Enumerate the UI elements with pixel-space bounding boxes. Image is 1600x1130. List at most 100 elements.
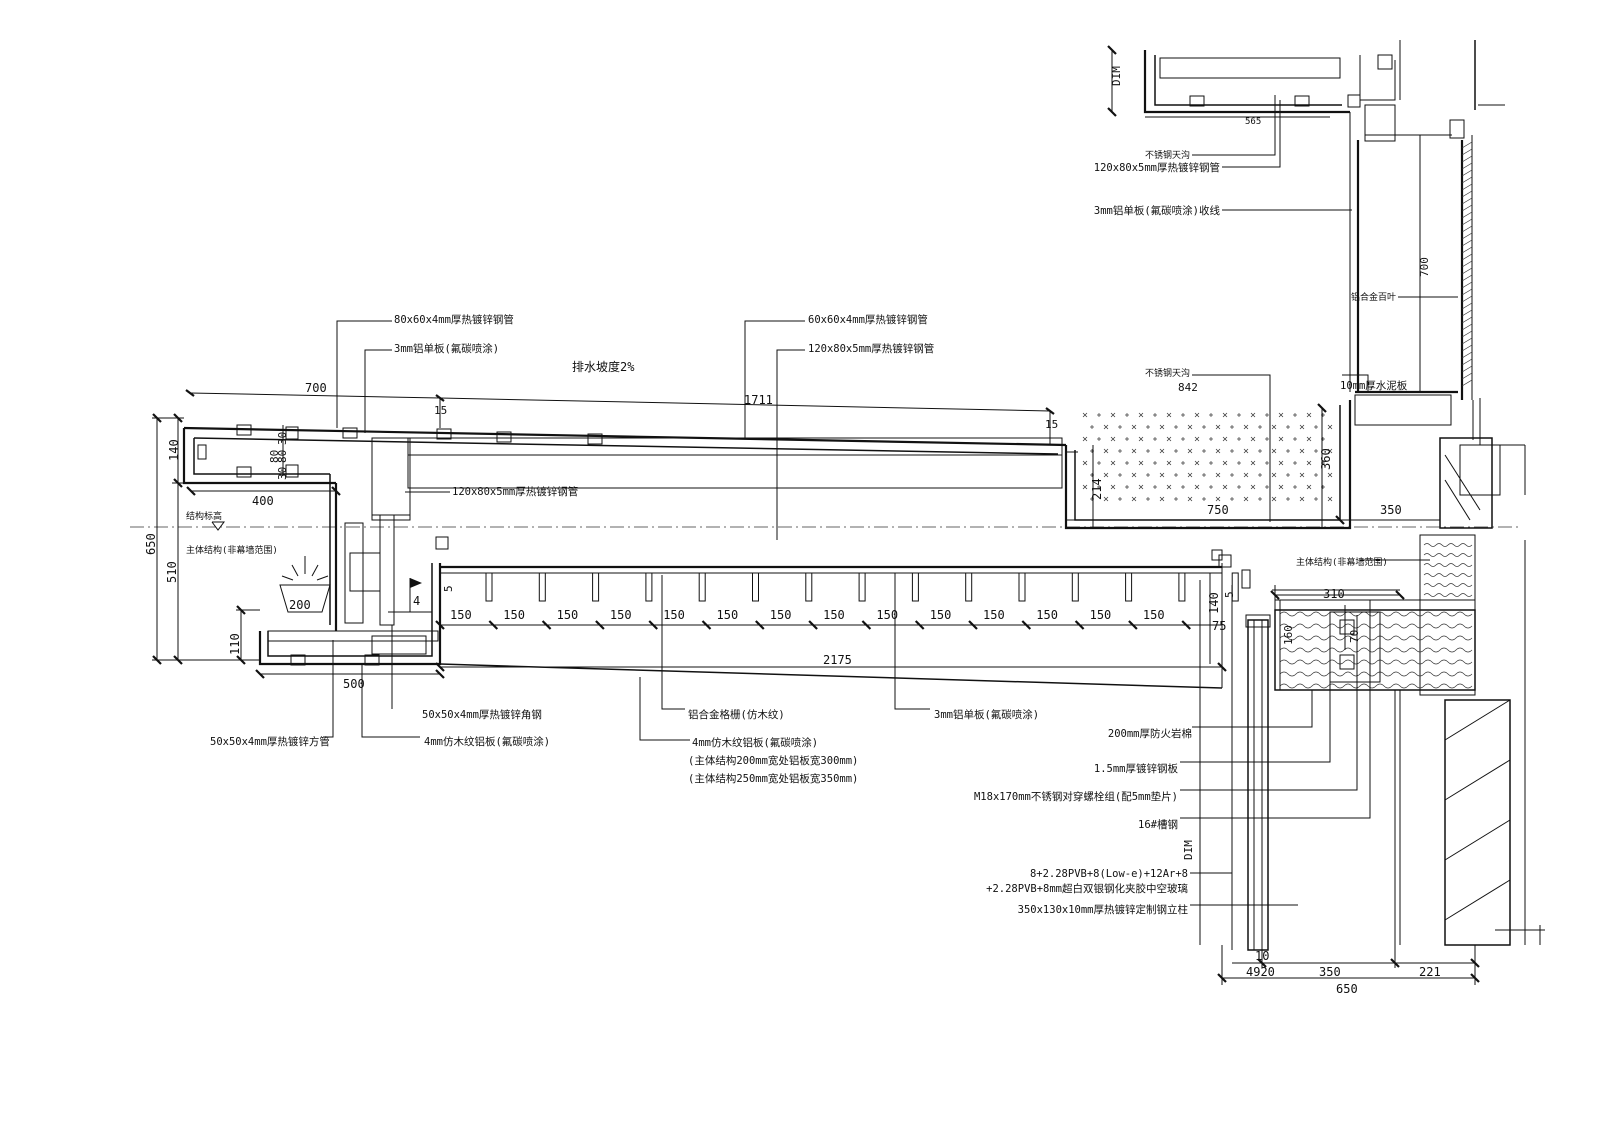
spacing-tick xyxy=(1128,620,1138,630)
spacing-tick xyxy=(968,620,978,630)
right-column xyxy=(1274,437,1545,946)
soffit-grille xyxy=(439,549,1239,689)
dim-842: 842 xyxy=(1178,381,1198,394)
dim-75: 75 xyxy=(1212,619,1226,633)
spacing-tick xyxy=(914,620,925,630)
label-galv-sheet: 1.5mm厚镀锌钢板 xyxy=(1094,762,1179,775)
label-steel-column: 350x130x10mm厚热镀锌定制钢立柱 xyxy=(1018,903,1189,916)
grille-slat xyxy=(752,572,759,602)
dim-80-bottom: 80 xyxy=(268,450,281,463)
canopy-lower-box xyxy=(258,536,449,666)
dim-15-left: 15 xyxy=(434,404,447,417)
dim-360: 360 xyxy=(1319,448,1333,470)
spacing-dim-150: 150 xyxy=(663,608,685,622)
label-ss-gutter-mid: 不锈钢天沟 xyxy=(1145,367,1190,379)
label-al-3mm-top: 3mm铝单板(氟碳喷涂) xyxy=(394,342,499,355)
label-angle-50x50: 50x50x4mm厚热镀锌角钢 xyxy=(422,708,542,721)
level-marker xyxy=(211,521,225,531)
spacing-dim-150: 150 xyxy=(610,608,632,622)
dim-221: 221 xyxy=(1419,965,1441,979)
label-structure-level: 结构标高 xyxy=(186,510,222,522)
spacing-dim-150: 150 xyxy=(930,608,952,622)
dim-1711: 1711 xyxy=(744,393,773,407)
label-square-50x50: 50x50x4mm厚热镀锌方管 xyxy=(210,735,330,748)
grille-slat xyxy=(645,572,653,602)
label-al-grille: 铝合金格栅(仿木纹) xyxy=(688,708,785,721)
dim-110: 110 xyxy=(228,633,242,655)
label-glass-1: 8+2.28PVB+8(Low-e)+12Ar+8 xyxy=(1030,868,1188,880)
dim-2175: 2175 xyxy=(823,653,852,667)
label-channel: 16#槽钢 xyxy=(1138,818,1178,831)
grille-slat xyxy=(538,572,546,602)
grille-slat xyxy=(911,572,919,602)
dimension-lines xyxy=(152,45,1480,985)
dim-650-horizontal: 650 xyxy=(1336,982,1358,996)
grille-slat xyxy=(1071,572,1079,602)
dim-700: 700 xyxy=(305,381,327,395)
label-al-louver: 铝合金百叶 xyxy=(1351,291,1396,303)
spacing-dim-150: 150 xyxy=(1036,608,1058,622)
dim-80-top: 80 xyxy=(276,450,289,463)
leader-lines xyxy=(323,95,1458,906)
label-note-250: (主体结构250mm宽处铝板宽350mm) xyxy=(688,772,858,785)
spacing-tick xyxy=(1181,620,1191,630)
spacing-tick xyxy=(808,620,818,630)
dim-400: 400 xyxy=(252,494,274,508)
label-steel-tube-60x60: 60x60x4mm厚热镀锌钢管 xyxy=(808,313,928,326)
label-glass-2: +2.28PVB+8mm超白双银钢化夹胶中空玻璃 xyxy=(986,882,1188,895)
louver-wall xyxy=(1349,135,1481,445)
dim-750: 750 xyxy=(1207,503,1229,517)
label-al-line-top: 3mm铝单板(氟碳喷涂)收线 xyxy=(1094,204,1221,217)
dim-10: 10 xyxy=(1255,949,1269,963)
grille-slat xyxy=(592,572,600,602)
dim-310: 310 xyxy=(1323,587,1345,601)
canopy-upper-box xyxy=(182,424,1067,485)
grille-slat xyxy=(1018,572,1026,602)
dim-30-bottom: 30 xyxy=(276,467,289,480)
dim-5-right: 5 xyxy=(1223,591,1236,598)
dim-140-left: 140 xyxy=(167,439,181,461)
dim-140-right: 140 xyxy=(1207,592,1221,614)
dim-tag-top: DIM xyxy=(1110,66,1123,86)
dim-200: 200 xyxy=(289,598,311,612)
dim-15-right: 15 xyxy=(1045,418,1058,431)
dim-510: 510 xyxy=(165,561,179,583)
dim-4: 4 xyxy=(413,594,420,608)
dim-160: 160 xyxy=(1282,625,1295,645)
spacing-tick xyxy=(1074,620,1085,630)
dim-30-top: 30 xyxy=(276,432,289,445)
dim-350-a: 350 xyxy=(1380,503,1402,517)
grille-slat xyxy=(485,572,493,602)
dim-214: 214 xyxy=(1090,478,1104,500)
spacing-tick xyxy=(648,620,658,630)
grille-slat xyxy=(1125,572,1133,602)
spacing-tick xyxy=(488,620,499,630)
dim-5-left: 5 xyxy=(442,585,455,592)
label-steel-tube-120x80-mid: 120x80x5mm厚热镀锌钢管 xyxy=(452,485,578,498)
label-main-structure-right: 主体结构(非幕墙范围) xyxy=(1296,556,1388,568)
spacing-tick xyxy=(701,620,712,630)
spacing-dim-150: 150 xyxy=(876,608,898,622)
spacing-tick xyxy=(1021,620,1032,630)
label-ss-gutter-top: 不锈钢天沟 xyxy=(1145,149,1190,161)
label-bolt: M18x170mm不锈钢对穿螺栓组(配5mm垫片) xyxy=(974,790,1178,803)
label-cement-board: 10mm厚水泥板 xyxy=(1340,379,1408,392)
label-al-3mm-bottom: 3mm铝单板(氟碳喷涂) xyxy=(934,708,1039,721)
dim-tag-bottom: DIM xyxy=(1182,840,1195,860)
dim-700-vertical: 700 xyxy=(1418,257,1431,277)
spacing-dim-150: 150 xyxy=(557,608,579,622)
label-note-200: (主体结构200mm宽处铝板宽300mm) xyxy=(688,754,858,767)
label-drain-slope: 排水坡度2% xyxy=(572,359,635,374)
label-al-wood-4mm: 4mm仿木纹铝板(氟碳喷涂) xyxy=(424,735,550,748)
spacing-dim-150: 150 xyxy=(503,608,525,622)
glazing-mullion xyxy=(1231,569,1401,951)
dim-565: 565 xyxy=(1245,117,1261,127)
grille-slat xyxy=(965,572,973,602)
dim-350-b: 350 xyxy=(1319,965,1341,979)
dim-650-vertical: 650 xyxy=(144,533,158,555)
spacing-tick xyxy=(861,620,872,630)
spacing-tick xyxy=(435,620,445,630)
spacing-tick xyxy=(541,620,552,630)
